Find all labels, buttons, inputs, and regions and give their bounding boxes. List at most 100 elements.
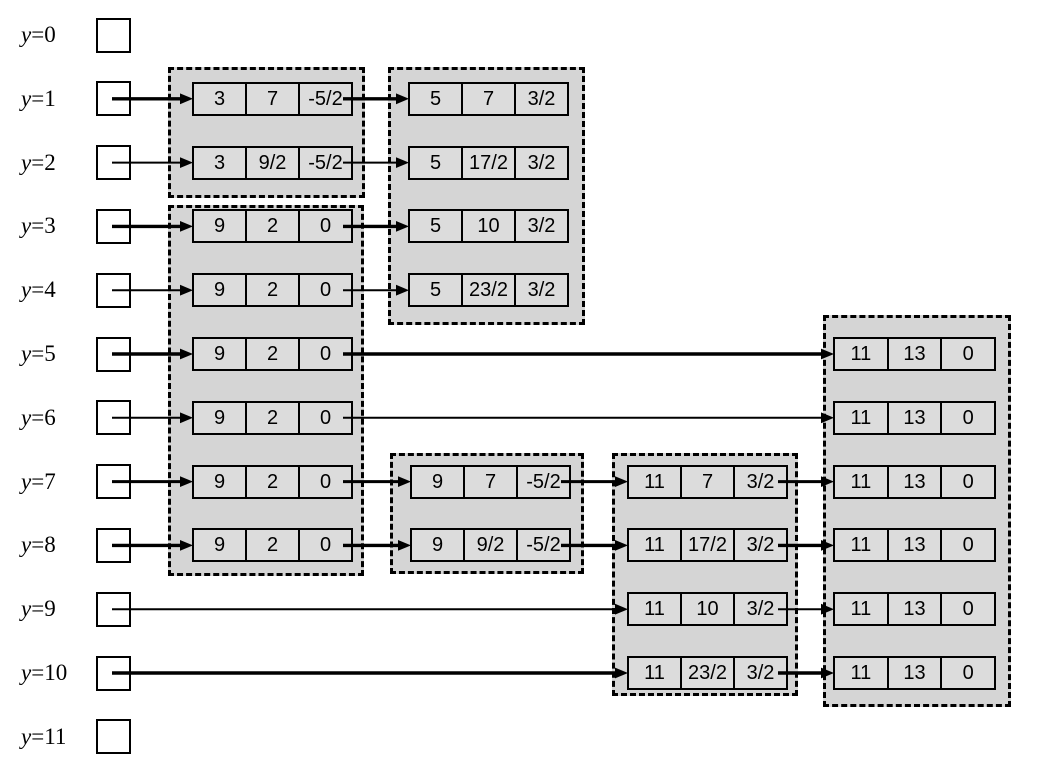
row-label-value: =4 — [31, 277, 56, 303]
row-label-value: =7 — [31, 468, 56, 494]
row-label-var: y — [21, 723, 32, 749]
node-cell: 13 — [886, 530, 941, 561]
node-cell: 3/2 — [514, 211, 567, 242]
node-cell: 11 — [850, 343, 872, 365]
row-label-y9: y=9 — [21, 594, 56, 624]
node-cell: 13 — [886, 339, 941, 369]
row-label-var: y — [21, 468, 32, 494]
row-label-value: =11 — [31, 723, 67, 749]
node-cell: 10 — [461, 211, 514, 242]
row-label-var: y — [21, 149, 32, 175]
node-cell: 0 — [940, 594, 994, 625]
row-label-value: =0 — [31, 22, 56, 47]
group-g6 — [823, 315, 1011, 707]
node-cell: 0 — [940, 339, 994, 369]
node-cell: -5/2 — [516, 530, 569, 561]
node-cell: 13 — [886, 402, 941, 433]
node-cell: 3/2 — [514, 275, 567, 306]
node-cell: 7 — [461, 83, 514, 114]
row-label-value: =1 — [31, 85, 56, 111]
node-cell: 9 — [213, 406, 226, 429]
row-label-value: =10 — [31, 660, 68, 685]
node-cell: 9 — [213, 215, 226, 238]
row-label-y8: y=8 — [21, 530, 56, 560]
node-cell: 3 — [213, 87, 226, 110]
node-cell: 11 — [644, 470, 665, 493]
node-cell: 0 — [940, 466, 994, 497]
node-cell: 0 — [298, 211, 351, 242]
node-cell: 2 — [245, 530, 298, 561]
row-label-var: y — [21, 404, 32, 430]
node-cell: 7 — [680, 466, 733, 497]
node-cell: 13 — [886, 594, 941, 625]
node-cell: 0 — [940, 658, 994, 688]
row-label-y2: y=2 — [21, 148, 56, 178]
node-cell: 0 — [940, 402, 994, 433]
row-label-y3: y=3 — [21, 211, 56, 241]
row-label-y1: y=1 — [21, 84, 56, 114]
node-cell: 2 — [245, 339, 298, 369]
node-cell: 2 — [245, 275, 298, 306]
node-cell: 3/2 — [514, 147, 567, 178]
node-cell: 3/2 — [733, 658, 786, 688]
node-cell: 11 — [850, 598, 872, 621]
node-cell: 5 — [429, 215, 442, 238]
node-cell: 11 — [850, 406, 872, 429]
row-label-y7: y=7 — [21, 467, 56, 497]
node-cell: 5 — [429, 151, 442, 174]
node-cell: 2 — [245, 211, 298, 242]
node-cell: 11 — [644, 662, 665, 684]
node-cell: 13 — [886, 658, 941, 688]
node-cell: 3/2 — [733, 466, 786, 497]
node-cell: 3/2 — [733, 530, 786, 561]
row-label-var: y — [21, 341, 32, 366]
node-cell: 7 — [245, 83, 298, 114]
row-label-value: =3 — [31, 213, 56, 239]
row-label-var: y — [21, 277, 32, 303]
head-pointer-y11 — [96, 719, 131, 755]
node-cell: 3 — [213, 151, 226, 174]
row-label-var: y — [21, 596, 32, 622]
node-cell: -5/2 — [298, 147, 351, 178]
node-cell: 23/2 — [461, 275, 514, 306]
node-cell: 0 — [940, 530, 994, 561]
node-cell: 11 — [850, 470, 872, 493]
node-cell: 9 — [431, 470, 444, 493]
node-cell: 0 — [298, 466, 351, 497]
row-label-value: =5 — [31, 341, 56, 366]
node-cell: 2 — [245, 466, 298, 497]
row-label-var: y — [21, 660, 32, 685]
row-label-var: y — [21, 85, 32, 111]
node-cell: 17/2 — [461, 147, 514, 178]
node-cell: 9 — [213, 279, 226, 302]
row-label-value: =2 — [31, 149, 56, 175]
row-label-var: y — [21, 213, 32, 239]
node-cell: 5 — [429, 279, 442, 302]
node-cell: 11 — [850, 534, 872, 557]
node-cell: 9 — [213, 534, 226, 557]
node-cell: 0 — [298, 339, 351, 369]
node-cell: 0 — [298, 275, 351, 306]
head-pointer-y0 — [96, 17, 131, 53]
row-label-value: =6 — [31, 404, 56, 430]
node-cell: 11 — [644, 598, 665, 621]
node-cell: 9/2 — [245, 147, 298, 178]
